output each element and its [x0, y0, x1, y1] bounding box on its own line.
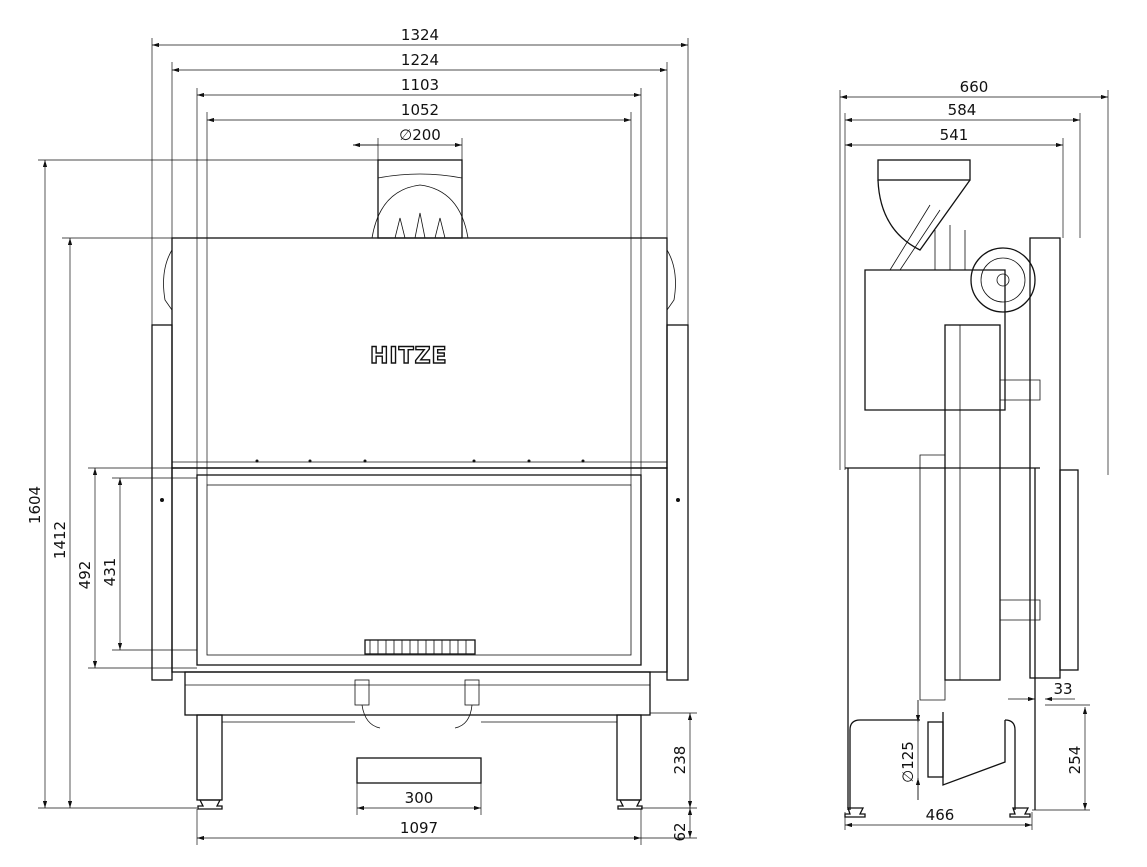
front-dimensions: 1324 1224 1103 1052 ∅200 1604 1412 492 4… — [26, 26, 697, 845]
dim-base-238: 238 — [671, 746, 689, 775]
dim-inlet-height-254: 254 — [1066, 746, 1084, 775]
dim-inlet-diameter: ∅125 — [899, 741, 917, 783]
dim-height-431: 431 — [101, 558, 119, 587]
convection-fan — [970, 247, 1036, 313]
dim-leg-62: 62 — [671, 822, 689, 841]
side-legs — [849, 719, 1016, 810]
dim-height-492: 492 — [76, 561, 94, 590]
side-panel — [944, 324, 1001, 681]
dim-height-1604: 1604 — [26, 486, 44, 524]
dim-width-1052: 1052 — [401, 101, 439, 119]
dim-offset-33: 33 — [1053, 680, 1072, 698]
brand-logo: HITZE — [370, 344, 448, 369]
dim-width-1103: 1103 — [401, 76, 439, 94]
left-side-panel — [151, 324, 173, 681]
flue-collar — [377, 159, 463, 239]
side-flue — [877, 159, 971, 181]
dim-height-1412: 1412 — [51, 521, 69, 559]
dim-flue-diameter: ∅200 — [399, 126, 441, 144]
side-view — [844, 159, 1079, 818]
glass-door — [196, 474, 642, 666]
air-inlet — [927, 721, 944, 778]
base-frame — [184, 671, 651, 716]
dim-depth-541: 541 — [940, 126, 969, 144]
dim-depth-584: 584 — [948, 101, 977, 119]
ash-box — [356, 757, 482, 784]
dim-width-1324: 1324 — [401, 26, 439, 44]
dim-ash-box-300: 300 — [405, 789, 434, 807]
dim-base-depth-466: 466 — [926, 806, 955, 824]
side-hood — [864, 269, 1006, 411]
left-leg — [196, 714, 223, 801]
front-view: HITZE — [151, 159, 689, 810]
rear-frame — [1029, 237, 1061, 679]
firebox-frame — [171, 467, 668, 673]
right-leg — [616, 714, 642, 801]
dim-leg-span-1097: 1097 — [400, 819, 438, 837]
dim-depth-660: 660 — [960, 78, 989, 96]
side-dimensions: 660 584 541 ∅125 33 254 466 — [839, 78, 1109, 830]
right-side-panel — [666, 324, 689, 681]
air-control-grill — [364, 639, 476, 655]
dim-width-1224: 1224 — [401, 51, 439, 69]
